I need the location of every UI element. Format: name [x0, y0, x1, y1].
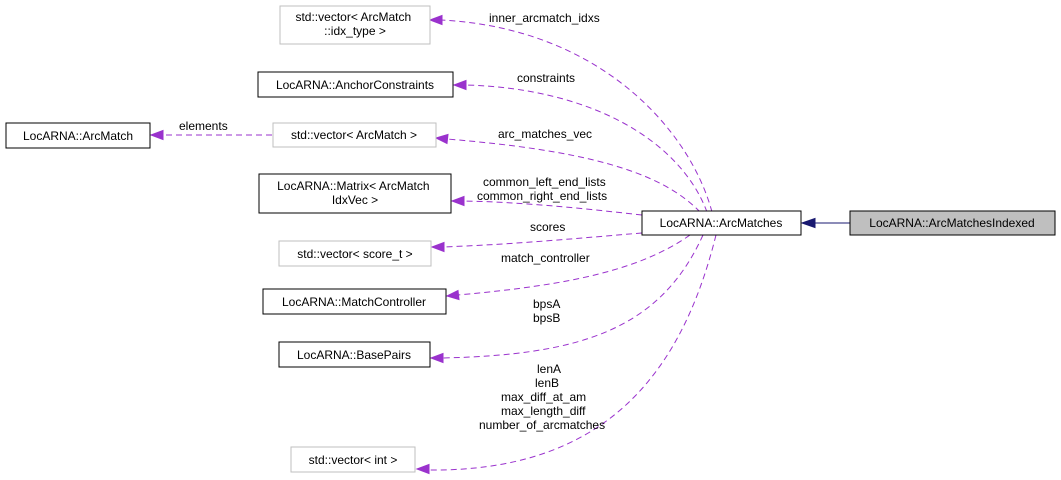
- node-box: [5, 122, 151, 149]
- node-label: LocARNA::ArcMatchesIndexed: [869, 216, 1034, 230]
- node-label: std::vector< ArcMatch ::idx_type >: [295, 10, 414, 38]
- edge-arc-matches-vec: [446, 138, 701, 213]
- label-line: common_right_end_lists: [477, 189, 607, 203]
- node-vector-idx-type[interactable]: std::vector< ArcMatch ::idx_type >: [279, 5, 431, 45]
- node-label: std::vector< int >: [309, 453, 398, 467]
- arrowhead-inner-arcmatch-idxs: [428, 14, 443, 26]
- node-arc-matches-indexed[interactable]: LocARNA::ArcMatchesIndexed: [849, 210, 1056, 236]
- node-label: std::vector< ArcMatch >: [291, 128, 417, 142]
- label-line: inner_arcmatch_idxs: [489, 11, 600, 25]
- label-line: max_length_diff: [501, 404, 586, 418]
- arrowhead-common-lists: [450, 195, 465, 207]
- label-line: match_controller: [501, 251, 590, 265]
- label-match-controller: match_controller: [501, 251, 590, 265]
- node-box: [849, 210, 1056, 236]
- node-label-line: std::vector< int >: [309, 453, 398, 467]
- edge-labels: inner_arcmatch_idxs constraints elements…: [179, 11, 609, 432]
- inheritance-arrowhead: [800, 217, 816, 229]
- node-label-line: LocARNA::BasePairs: [297, 348, 411, 362]
- label-scores: scores: [530, 220, 565, 234]
- arrowhead-bps: [429, 352, 444, 364]
- label-line: elements: [179, 119, 228, 133]
- node-box: [278, 240, 432, 267]
- label-line: lenB: [535, 376, 559, 390]
- arrowhead-arc-matches-vec: [434, 133, 449, 145]
- node-label-line: std::vector< ArcMatch: [295, 10, 411, 24]
- edge-ints: [427, 234, 717, 471]
- node-label: LocARNA::ArcMatches: [660, 216, 783, 230]
- node-box: [272, 122, 437, 148]
- label-bps: bpsA bpsB: [533, 297, 563, 325]
- label-line: bpsB: [533, 311, 560, 325]
- label-line: number_of_arcmatches: [479, 418, 605, 432]
- node-arc-matches[interactable]: LocARNA::ArcMatches: [641, 210, 802, 236]
- node-label-line: LocARNA::AnchorConstraints: [276, 78, 434, 92]
- label-inner-arcmatch-idxs: inner_arcmatch_idxs: [489, 11, 600, 25]
- label-ints: lenA lenB max_diff_at_am max_length_diff…: [479, 362, 605, 432]
- node-vector-int[interactable]: std::vector< int >: [290, 446, 416, 473]
- node-label: std::vector< score_t >: [297, 247, 412, 261]
- node-matrix[interactable]: LocARNA::Matrix< ArcMatch IdxVec >: [258, 173, 452, 214]
- node-label: LocARNA::BasePairs: [297, 348, 411, 362]
- node-base-pairs[interactable]: LocARNA::BasePairs: [278, 341, 431, 368]
- node-label-line: LocARNA::Matrix< ArcMatch: [277, 179, 429, 193]
- label-line: scores: [530, 220, 565, 234]
- node-label: LocARNA::Matrix< ArcMatch IdxVec >: [277, 179, 433, 207]
- edge-scores: [442, 232, 643, 248]
- node-vector-score[interactable]: std::vector< score_t >: [278, 240, 432, 267]
- edges: [149, 14, 850, 475]
- arrowhead-scores: [430, 241, 445, 253]
- node-label-line: LocARNA::ArcMatch: [23, 129, 133, 143]
- arrowhead-constraints: [452, 79, 467, 91]
- label-arc-matches-vec: arc_matches_vec: [498, 127, 592, 141]
- label-constraints: constraints: [517, 71, 575, 85]
- node-label-line: LocARNA::MatchController: [282, 295, 426, 309]
- node-label-line: IdxVec >: [332, 193, 378, 207]
- node-box: [278, 341, 431, 368]
- node-label-line: LocARNA::ArcMatches: [660, 216, 783, 230]
- node-label: LocARNA::MatchController: [282, 295, 426, 309]
- node-box: [258, 173, 452, 214]
- label-line: lenA: [537, 362, 561, 376]
- edge-common-lists: [462, 200, 643, 216]
- label-line: bpsA: [533, 297, 560, 311]
- arrowhead-elements: [149, 129, 164, 141]
- node-label-line: std::vector< score_t >: [297, 247, 412, 261]
- node-anchor-constraints[interactable]: LocARNA::AnchorConstraints: [257, 71, 454, 98]
- node-box: [262, 288, 447, 315]
- label-line: constraints: [517, 71, 575, 85]
- node-label-line: ::idx_type >: [324, 24, 386, 38]
- arrowhead-ints: [415, 463, 430, 475]
- node-label: LocARNA::ArcMatch: [23, 129, 133, 143]
- label-common-lists: common_left_end_lists common_right_end_l…: [477, 175, 609, 203]
- edge-inner-arcmatch-idxs: [440, 19, 713, 213]
- edge-constraints: [464, 84, 708, 213]
- node-box: [290, 446, 416, 473]
- label-line: max_diff_at_am: [501, 390, 586, 404]
- label-line: arc_matches_vec: [498, 127, 592, 141]
- edge-match-controller: [457, 234, 691, 296]
- node-box: [279, 5, 431, 45]
- node-label: LocARNA::AnchorConstraints: [276, 78, 434, 92]
- node-match-controller[interactable]: LocARNA::MatchController: [262, 288, 447, 315]
- nodes: LocARNA::ArcMatchesIndexed LocARNA::ArcM…: [5, 5, 1056, 473]
- node-box: [641, 210, 802, 236]
- node-label-line: LocARNA::ArcMatchesIndexed: [869, 216, 1034, 230]
- label-elements: elements: [179, 119, 228, 133]
- node-vector-arc-match[interactable]: std::vector< ArcMatch >: [272, 122, 437, 148]
- label-line: common_left_end_lists: [483, 175, 606, 189]
- node-arc-match[interactable]: LocARNA::ArcMatch: [5, 122, 151, 149]
- node-label-line: std::vector< ArcMatch >: [291, 128, 417, 142]
- arrowhead-match-controller: [445, 289, 460, 301]
- node-box: [257, 71, 454, 98]
